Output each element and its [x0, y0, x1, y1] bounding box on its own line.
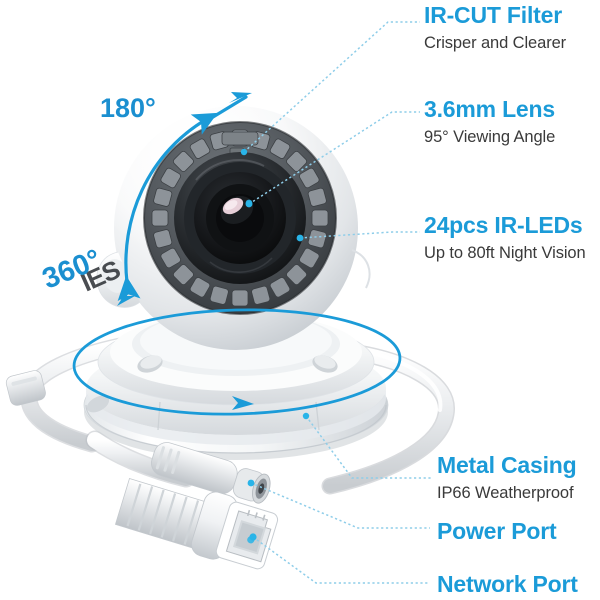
- callout-subtitle: 95° Viewing Angle: [424, 128, 556, 146]
- callout-subtitle: IP66 Weatherproof: [437, 484, 574, 502]
- anchor-dot-ir-cut: [240, 148, 248, 156]
- callout-ir-leds: 24pcs IR-LEDs Up to 80ft Night Vision: [424, 212, 586, 264]
- callout-metal-casing: Metal Casing IP66 Weatherproof: [437, 452, 577, 504]
- leader-metal-casing: [305, 415, 432, 479]
- network-connector: [191, 491, 279, 570]
- leader-lines: [243, 21, 432, 584]
- callout-title: 24pcs IR-LEDs: [424, 212, 583, 238]
- callout-title: 3.6mm Lens: [424, 96, 555, 122]
- callout-title: Metal Casing: [437, 452, 577, 478]
- callout-subtitle: Crisper and Clearer: [424, 34, 567, 52]
- leader-ir-cut: [243, 21, 420, 153]
- leader-anchor-dots: [240, 148, 310, 541]
- anchor-dot-ir-leds: [296, 234, 304, 242]
- camera-lens: [174, 152, 306, 284]
- anchor-dot-metal-casing: [302, 412, 310, 420]
- leader-network-port: [252, 536, 430, 584]
- callout-title: IR-CUT Filter: [424, 2, 562, 28]
- leader-ir-leds: [299, 231, 420, 239]
- leader-lens: [248, 111, 420, 205]
- callout-subtitle: Up to 80ft Night Vision: [424, 244, 586, 262]
- callout-network-port: Network Port: [437, 571, 578, 597]
- tilt-degree-label: 180°: [100, 93, 156, 123]
- callout-power-port: Power Port: [437, 518, 557, 544]
- callout-title: Network Port: [437, 571, 578, 597]
- anchor-dot-network-port: [249, 533, 257, 541]
- callout-ir-cut-filter: IR-CUT Filter Crisper and Clearer: [424, 2, 566, 54]
- callout-lens: 3.6mm Lens 95° Viewing Angle: [424, 96, 555, 148]
- pan-ellipse-arrow: [72, 308, 402, 416]
- tilt-arc-arrow: [117, 92, 252, 306]
- anchor-dot-power-port: [247, 479, 255, 487]
- callout-title: Power Port: [437, 518, 557, 544]
- anchor-dot-lens: [245, 200, 253, 208]
- leader-power-port: [250, 482, 430, 529]
